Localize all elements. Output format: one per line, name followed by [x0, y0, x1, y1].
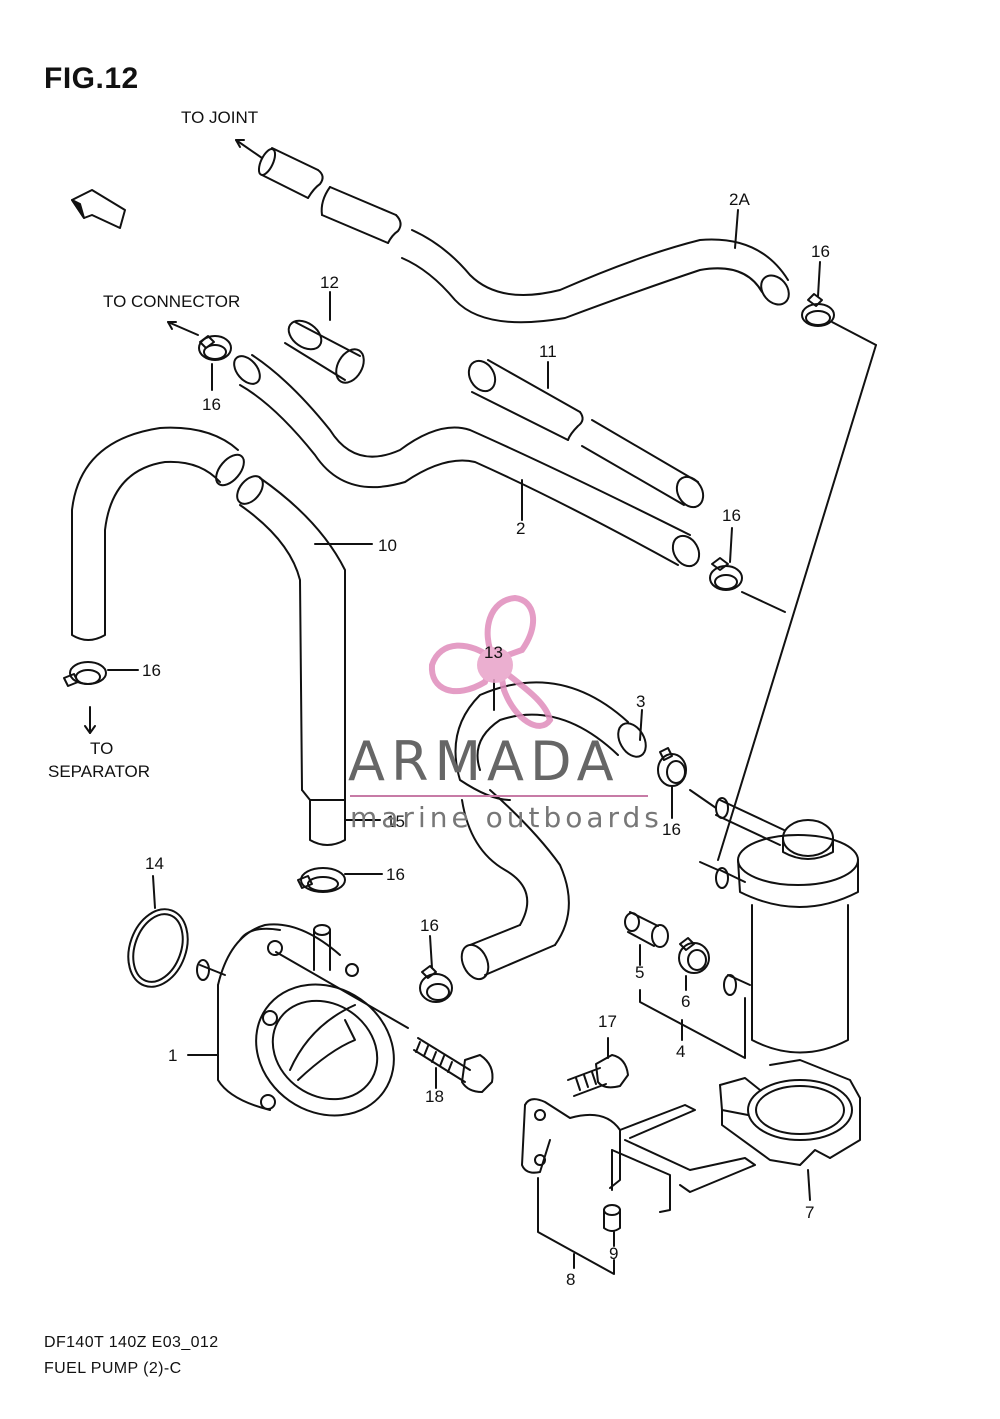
part-label-16: 16: [722, 506, 741, 525]
clamp-16-lower-left: [297, 867, 383, 893]
part-label-16: 16: [202, 395, 221, 414]
part-label-16: 16: [662, 820, 681, 839]
fuel-pump: [187, 923, 409, 1117]
part-label-14: 14: [145, 854, 164, 873]
fuel-filter: [715, 797, 859, 1054]
part-label-2: 2: [516, 519, 526, 538]
part-label-4: 4: [676, 1042, 686, 1061]
part-label-3: 3: [636, 692, 646, 711]
clamp-16-hose13-end: [419, 935, 453, 1003]
o-ring-14: [127, 875, 189, 988]
part-label-16: 16: [811, 242, 830, 261]
sleeve-9: [603, 1204, 621, 1247]
part-label-7: 7: [805, 1203, 815, 1222]
part-label-18: 18: [425, 1087, 444, 1106]
part-label-2a: 2A: [729, 190, 750, 209]
bolt-18: [413, 1037, 494, 1093]
to-connector-arrow: [167, 321, 199, 336]
clamp-16-mid-right: [709, 527, 743, 591]
figure-title: FIG.12: [44, 62, 139, 95]
to-joint-arrow: [235, 139, 263, 159]
to-connector-label: TO CONNECTOR: [103, 292, 241, 311]
part-label-12: 12: [320, 273, 339, 292]
to-joint-label: TO JOINT: [181, 108, 259, 127]
bolt-17: [567, 1037, 629, 1097]
to-separator-label-line2: SEPARATOR: [48, 762, 151, 781]
leader-8: [537, 1177, 615, 1275]
footer-model-code: DF140T 140Z E03_012: [44, 1334, 219, 1351]
footer-section-title: FUEL PUMP (2)-C: [44, 1360, 182, 1377]
leader-lines-filter: [689, 321, 877, 871]
clamp-16-left: [63, 661, 139, 734]
part-label-17: 17: [598, 1012, 617, 1031]
part-label-15: 15: [386, 812, 405, 831]
clamp-16-pump-inlet: [639, 709, 687, 819]
hose-2a: [257, 147, 790, 324]
watermark-subtitle: marine outboards: [350, 801, 663, 834]
clamp-16-connector: [198, 335, 232, 391]
fwd-arrow-icon: [71, 189, 126, 229]
part-label-13: 13: [484, 643, 503, 662]
clamp-16-top-right: [801, 261, 835, 327]
armada-logo-icon: [428, 594, 554, 729]
hose-2: [233, 354, 701, 568]
part-label-6: 6: [681, 992, 691, 1011]
bracket-4-leader: [639, 989, 746, 1059]
bracket-8: [521, 1098, 756, 1213]
part-label-5: 5: [635, 963, 645, 982]
part-label-8: 8: [566, 1270, 576, 1289]
clamp-7: [719, 1059, 861, 1201]
part-label-16: 16: [386, 865, 405, 884]
part-label-16: 16: [142, 661, 161, 680]
clamp-6: [678, 937, 710, 991]
watermark-brand: ARMADA: [348, 730, 620, 793]
part-label-1: 1: [168, 1046, 178, 1065]
hose-11: [467, 359, 705, 509]
watermark-divider: [350, 795, 648, 797]
fitting-5: [624, 911, 669, 966]
hose-13: [454, 679, 647, 981]
part-label-10: 10: [378, 536, 397, 555]
part-label-11: 11: [539, 342, 557, 361]
part-label-16: 16: [420, 916, 439, 935]
to-separator-label-line1: TO: [90, 739, 114, 758]
part-label-9: 9: [609, 1244, 619, 1263]
hose-10: [71, 426, 373, 846]
hose-12: [284, 291, 365, 384]
